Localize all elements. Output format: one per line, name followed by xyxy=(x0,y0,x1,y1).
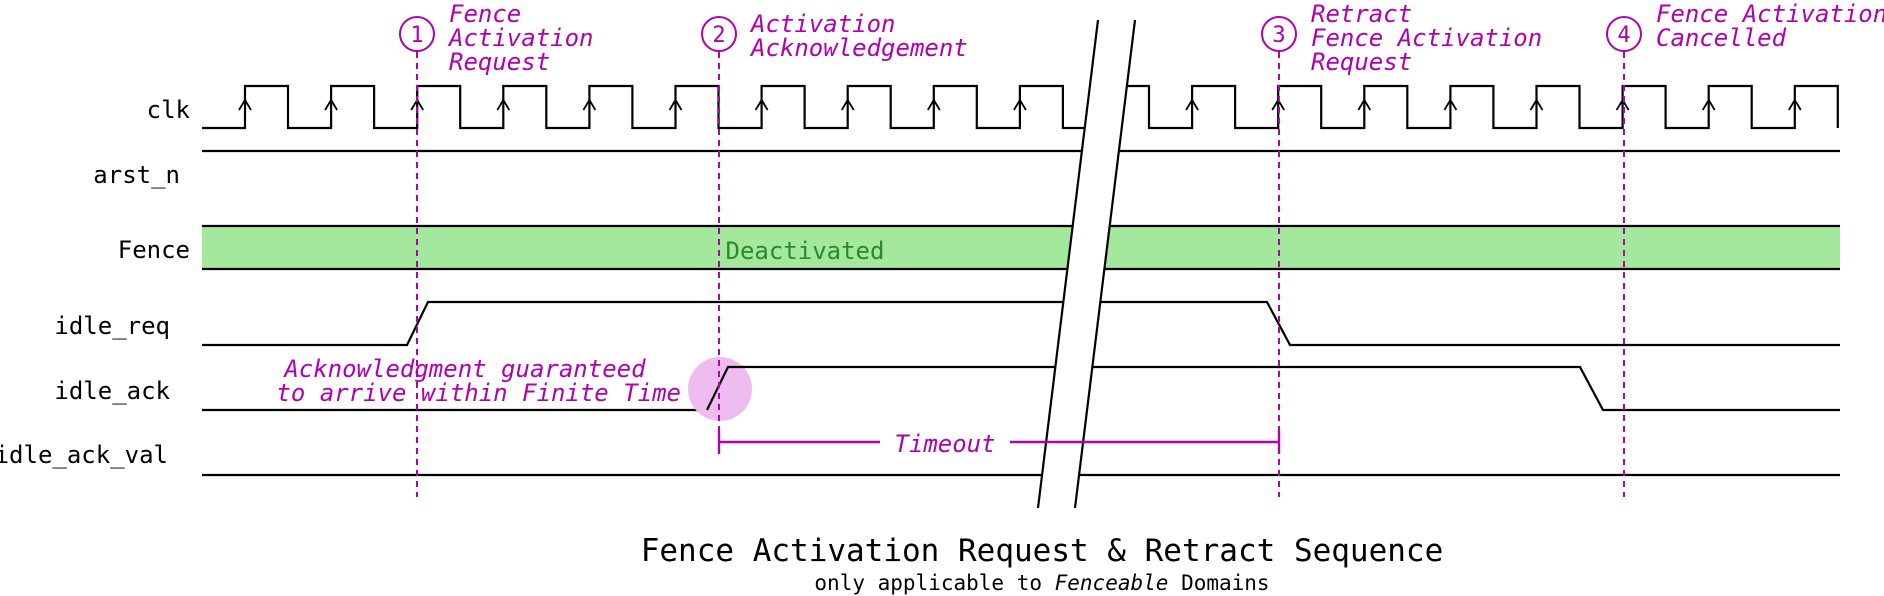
signal-label-idle-req: idle_req xyxy=(54,312,170,340)
marker-4-circle xyxy=(1606,16,1642,52)
diagram-title: Fence Activation Request & Retract Seque… xyxy=(641,533,1444,569)
marker-2-label: Activation Acknowledgement xyxy=(749,10,968,62)
diagram-subtitle: only applicable to Fenceable Domains xyxy=(814,571,1269,595)
fence-bus-rect xyxy=(202,226,1840,269)
signal-label-idle-ack-val: idle_ack_val xyxy=(0,441,168,469)
marker-4-number: 4 xyxy=(1617,23,1630,48)
timeout-label: Timeout xyxy=(894,430,995,458)
idle-ack-waveform xyxy=(202,365,1840,412)
signal-labels: clk arst_n Fence idle_req idle_ack idle_… xyxy=(0,96,191,469)
marker-1-label: Fence Activation Request xyxy=(447,0,608,76)
fence-bus: Deactivated xyxy=(202,226,1840,269)
time-break-line-left xyxy=(1036,19,1100,509)
marker-2-number: 2 xyxy=(712,23,725,48)
signal-label-arst-n: arst_n xyxy=(93,161,180,189)
time-break xyxy=(1036,19,1137,509)
marker-1-circle xyxy=(399,16,435,52)
marker-2: 2 Activation Acknowledgement xyxy=(701,10,968,440)
ack-guarantee-note: Acknowledgment guaranteed to arrive with… xyxy=(276,355,681,407)
timeout-bracket: Timeout xyxy=(717,430,1281,458)
idle-req-waveform xyxy=(202,300,1840,347)
time-break-gap xyxy=(1038,20,1135,508)
signal-label-idle-ack: idle_ack xyxy=(54,377,170,405)
marker-3-circle xyxy=(1261,16,1297,52)
fence-bus-label: Deactivated xyxy=(726,237,885,265)
waveforms xyxy=(202,84,1840,477)
marker-4: 4 Fence Activation Cancelled xyxy=(1606,0,1884,497)
time-break-line-right xyxy=(1073,19,1137,509)
marker-4-label: Fence Activation Cancelled xyxy=(1656,0,1884,52)
idle-ack-edge-overlay xyxy=(706,365,745,411)
marker-3-label: Retract Fence Activation Request xyxy=(1311,0,1557,76)
marker-3: 3 Retract Fence Activation Request xyxy=(1261,0,1557,497)
clk-waveform xyxy=(202,84,1839,130)
marker-1: 1 Fence Activation Request xyxy=(399,0,608,497)
marker-1-number: 1 xyxy=(410,23,423,48)
marker-3-number: 3 xyxy=(1272,23,1285,48)
markers: 1 Fence Activation Request 2 Activation … xyxy=(399,0,1884,497)
signal-label-fence: Fence xyxy=(118,236,190,264)
ack-highlight-circle xyxy=(688,357,752,421)
marker-2-circle xyxy=(701,16,737,52)
signal-label-clk: clk xyxy=(147,96,191,124)
